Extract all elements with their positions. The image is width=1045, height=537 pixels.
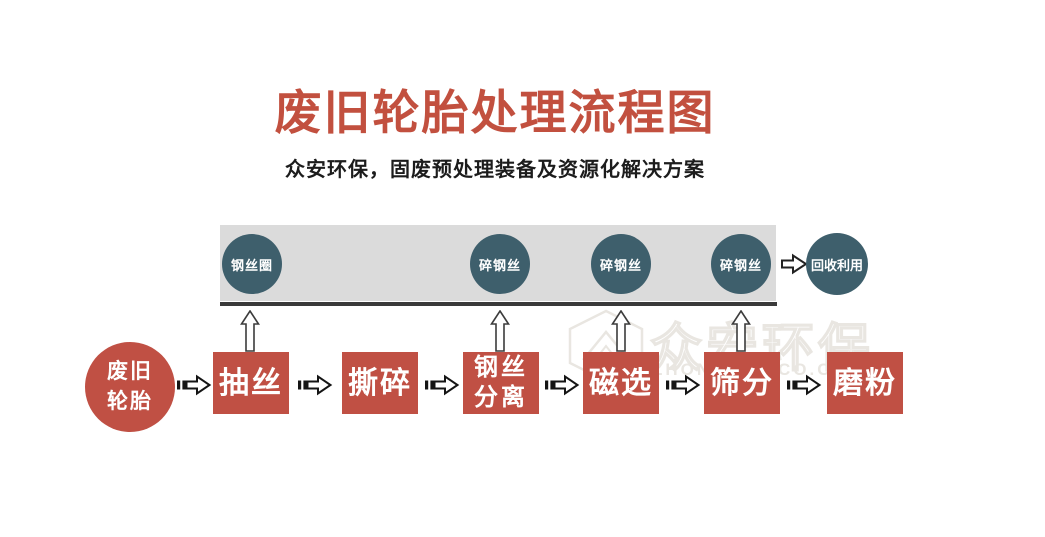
byproduct-circle-steel-ring: 钢丝圈 (222, 234, 282, 294)
byproduct-circle-broken-wire-3: 碎钢丝 (711, 234, 771, 294)
flow-arrow-icon (425, 374, 460, 396)
recycle-circle: 回收利用 (806, 233, 868, 295)
watermark-text-en-left: ZHON (652, 360, 713, 379)
step-box-magnetic-separation: 磁选 (583, 352, 659, 414)
step-box-wire-separation: 钢丝分离 (463, 352, 539, 414)
watermark-text-en-right: CO.C (778, 360, 833, 379)
page-subtitle: 众安环保，固废预处理装备及资源化解决方案 (285, 159, 705, 181)
step-box-shredding: 撕碎 (342, 352, 418, 414)
step-label: 钢丝分离 (474, 354, 528, 411)
flow-arrow-icon (545, 374, 580, 396)
byproduct-circle-broken-wire-1: 碎钢丝 (470, 234, 530, 294)
step-box-grinding: 磨粉 (827, 352, 903, 414)
up-arrow-icon (611, 310, 631, 352)
band-baseline (220, 302, 777, 306)
up-arrow-icon (490, 310, 510, 352)
flow-arrow-icon (298, 374, 333, 396)
page-title: 废旧轮胎处理流程图 (274, 86, 716, 139)
flow-arrow-icon (787, 374, 822, 396)
up-arrow-icon (240, 310, 260, 352)
source-circle-waste-tire: 废旧轮胎 (85, 342, 175, 432)
step-box-screening: 筛分 (704, 352, 780, 414)
flow-arrow-icon (177, 374, 212, 396)
header: 废旧轮胎处理流程图 众安环保，固废预处理装备及资源化解决方案 (0, 74, 990, 182)
byproduct-circle-broken-wire-2: 碎钢丝 (591, 234, 651, 294)
source-label: 废旧轮胎 (107, 359, 153, 413)
flow-arrow-icon (666, 374, 701, 396)
right-arrow-icon (781, 253, 808, 275)
step-box-wire-drawing: 抽丝 (213, 352, 289, 414)
up-arrow-icon (731, 310, 751, 352)
